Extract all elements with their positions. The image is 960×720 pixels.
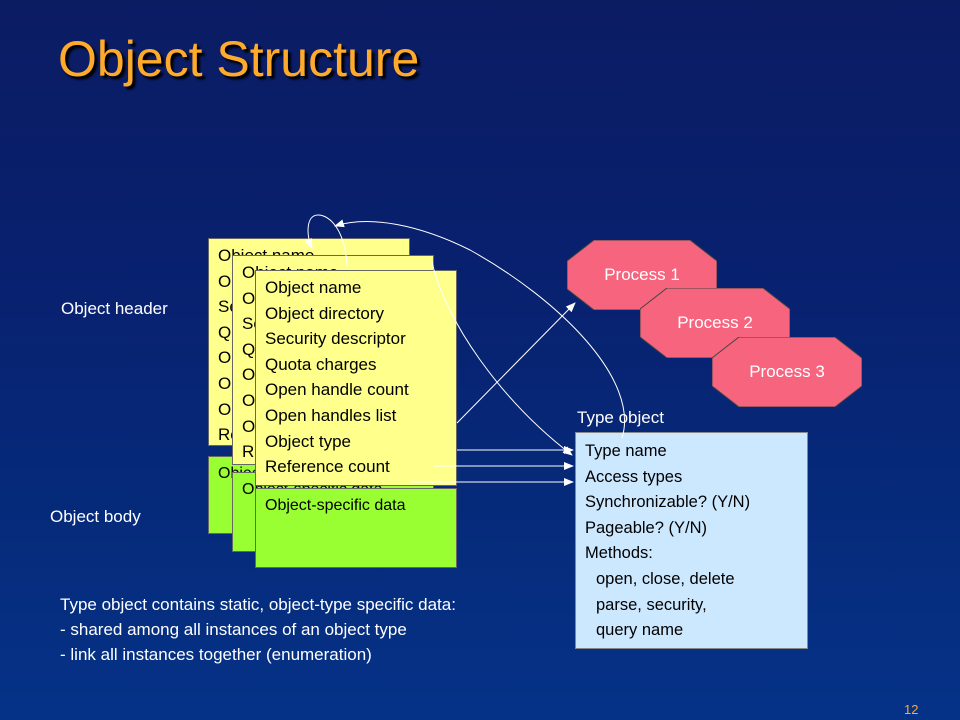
note-line: - shared among all instances of an objec… (60, 620, 407, 639)
object-header-label: Object header (61, 299, 168, 318)
note-line: - link all instances together (enumerati… (60, 645, 372, 664)
object-header-card-3: Object name Object directory Security de… (255, 270, 457, 486)
arrow-to-process (456, 302, 576, 424)
note-line: Type object contains static, object-type… (60, 595, 456, 614)
type-object-box: Type name Access types Synchronizable? (… (575, 432, 808, 649)
header-field: Reference count (265, 457, 390, 477)
type-field: Pageable? (Y/N) (585, 518, 707, 537)
object-body-card-3: Object-specific data (255, 488, 457, 568)
process-3-outline (712, 337, 862, 407)
type-method: parse, security, (596, 595, 707, 614)
type-method: open, close, delete (596, 569, 735, 588)
type-method: query name (596, 621, 684, 640)
header-field: Object type (265, 431, 351, 451)
type-object-label: Type object (577, 408, 664, 427)
process-1: Process 1 (604, 265, 680, 284)
object-body-label: Object body (50, 507, 141, 526)
enumeration-link-large (334, 219, 625, 439)
notes-block: Type object contains static, object-type… (60, 592, 456, 667)
type-field: Methods: (585, 544, 653, 563)
header-field: Open handle count (265, 380, 409, 400)
body-text: Object-specific data (265, 497, 406, 514)
header-field: Open handles list (265, 405, 397, 425)
type-field: Type name (585, 442, 667, 460)
type-field: Synchronizable? (Y/N) (585, 493, 751, 512)
enumeration-link-small (304, 214, 348, 267)
enumeration-link-return (431, 261, 573, 456)
page-number: 12 (904, 702, 919, 717)
page-title: Object Structure (58, 31, 420, 87)
header-field: Object name (265, 278, 362, 297)
header-field: Object directory (265, 303, 385, 323)
header-field: Quota charges (265, 354, 377, 374)
header-field: Security descriptor (265, 329, 406, 349)
process-2: Process 2 (677, 313, 753, 332)
type-field: Access types (585, 467, 683, 486)
process-3: Process 3 (749, 362, 825, 381)
